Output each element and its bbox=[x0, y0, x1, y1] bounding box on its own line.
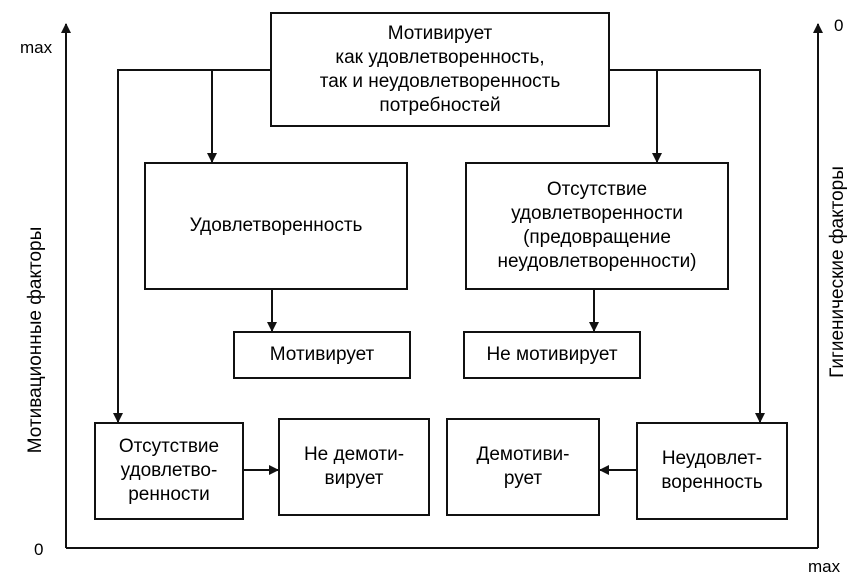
satisfaction-box: Удовлетворенность bbox=[144, 162, 408, 290]
dissatisfaction-box: Неудовлет- воренность bbox=[636, 422, 788, 520]
motivates-box: Мотивирует bbox=[233, 331, 411, 379]
right-axis-title: Гигиенические факторы bbox=[827, 166, 848, 378]
not-demotivates-box: Не демоти- вирует bbox=[278, 418, 430, 516]
demotivates-box: Демотиви- рует bbox=[446, 418, 600, 516]
absence-of-satisfaction-box: Отсутствие удовлетворенности (предовраще… bbox=[465, 162, 729, 290]
left-axis-title: Мотивационные факторы bbox=[25, 226, 46, 454]
left-axis-zero-label: 0 bbox=[34, 540, 44, 559]
connector-top-left bbox=[113, 69, 270, 423]
does-not-motivate-box: Не мотивирует bbox=[463, 331, 641, 379]
absence-bottom-box: Отсутствие удовлетво- ренности bbox=[94, 422, 244, 520]
left-axis-max-label: max bbox=[20, 38, 53, 57]
connector-top-right bbox=[610, 69, 765, 423]
top-box: Мотивирует как удовлетворенность, так и … bbox=[270, 12, 610, 127]
bottom-axis-max-label: max bbox=[808, 557, 841, 576]
right-axis-zero-label: 0 bbox=[834, 16, 844, 35]
